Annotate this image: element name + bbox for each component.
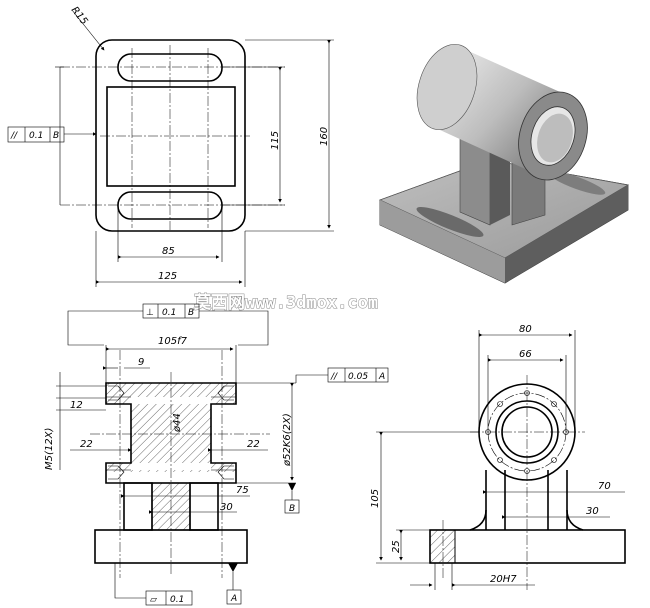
watermark: 莫西网www.3dmox.com	[193, 293, 378, 313]
radius-label: R15	[69, 5, 90, 27]
datum-a: A	[230, 594, 237, 604]
dim-160: 160	[319, 127, 330, 146]
datum-b: B	[289, 504, 295, 514]
dim-20h7: 20H7	[490, 574, 517, 585]
top-view-inner-rect	[106, 86, 236, 187]
dim-80: 80	[519, 324, 532, 335]
dim-12: 12	[70, 400, 83, 411]
dim-30-side: 30	[586, 506, 599, 517]
svg-text:A: A	[378, 372, 385, 382]
top-view: R15 115 160 85 125 // 0.1 B	[7, 5, 334, 287]
svg-text:B: B	[188, 308, 194, 318]
parallelism-frame-front: // 0.05 A	[295, 367, 389, 383]
svg-text:⊥: ⊥	[146, 308, 154, 318]
front-section-view: 105f7 ⊥ 0.1 B 9 12 M5(12X) ø44 22 22	[44, 303, 389, 606]
dim-phi52: ø52K6(2X)	[282, 413, 293, 467]
dim-25: 25	[391, 540, 402, 553]
dim-phi44: ø44	[172, 413, 183, 433]
flatness-frame: ▱ 0.1	[114, 563, 193, 606]
svg-text:▱: ▱	[150, 595, 157, 605]
dim-115: 115	[270, 131, 281, 150]
isometric-view	[378, 43, 630, 284]
dim-66: 66	[519, 349, 532, 360]
dim-m5: M5(12X)	[44, 428, 55, 470]
dim-22-left: 22	[80, 439, 93, 450]
svg-text://: //	[330, 372, 338, 382]
dim-75: 75	[236, 485, 249, 496]
svg-text:0.1: 0.1	[170, 595, 184, 605]
svg-text:0.1: 0.1	[162, 308, 176, 318]
dim-70: 70	[598, 481, 611, 492]
dim-9: 9	[138, 357, 144, 368]
dim-125: 125	[158, 271, 177, 282]
svg-text://: //	[10, 131, 18, 141]
parallelism-frame-top: // 0.1 B	[7, 126, 97, 143]
svg-text:0.05: 0.05	[348, 372, 368, 382]
dim-105f7: 105f7	[158, 336, 188, 347]
svg-text:B: B	[53, 131, 59, 141]
perpendicularity-frame: ⊥ 0.1 B	[67, 303, 269, 346]
dim-105: 105	[370, 489, 381, 508]
dim-85: 85	[162, 246, 175, 257]
side-view: 80 66 70 30 105 25 20H7	[370, 324, 626, 590]
dim-30-front: 30	[220, 502, 233, 513]
svg-text:0.1: 0.1	[29, 131, 43, 141]
dim-22-right: 22	[247, 439, 260, 450]
